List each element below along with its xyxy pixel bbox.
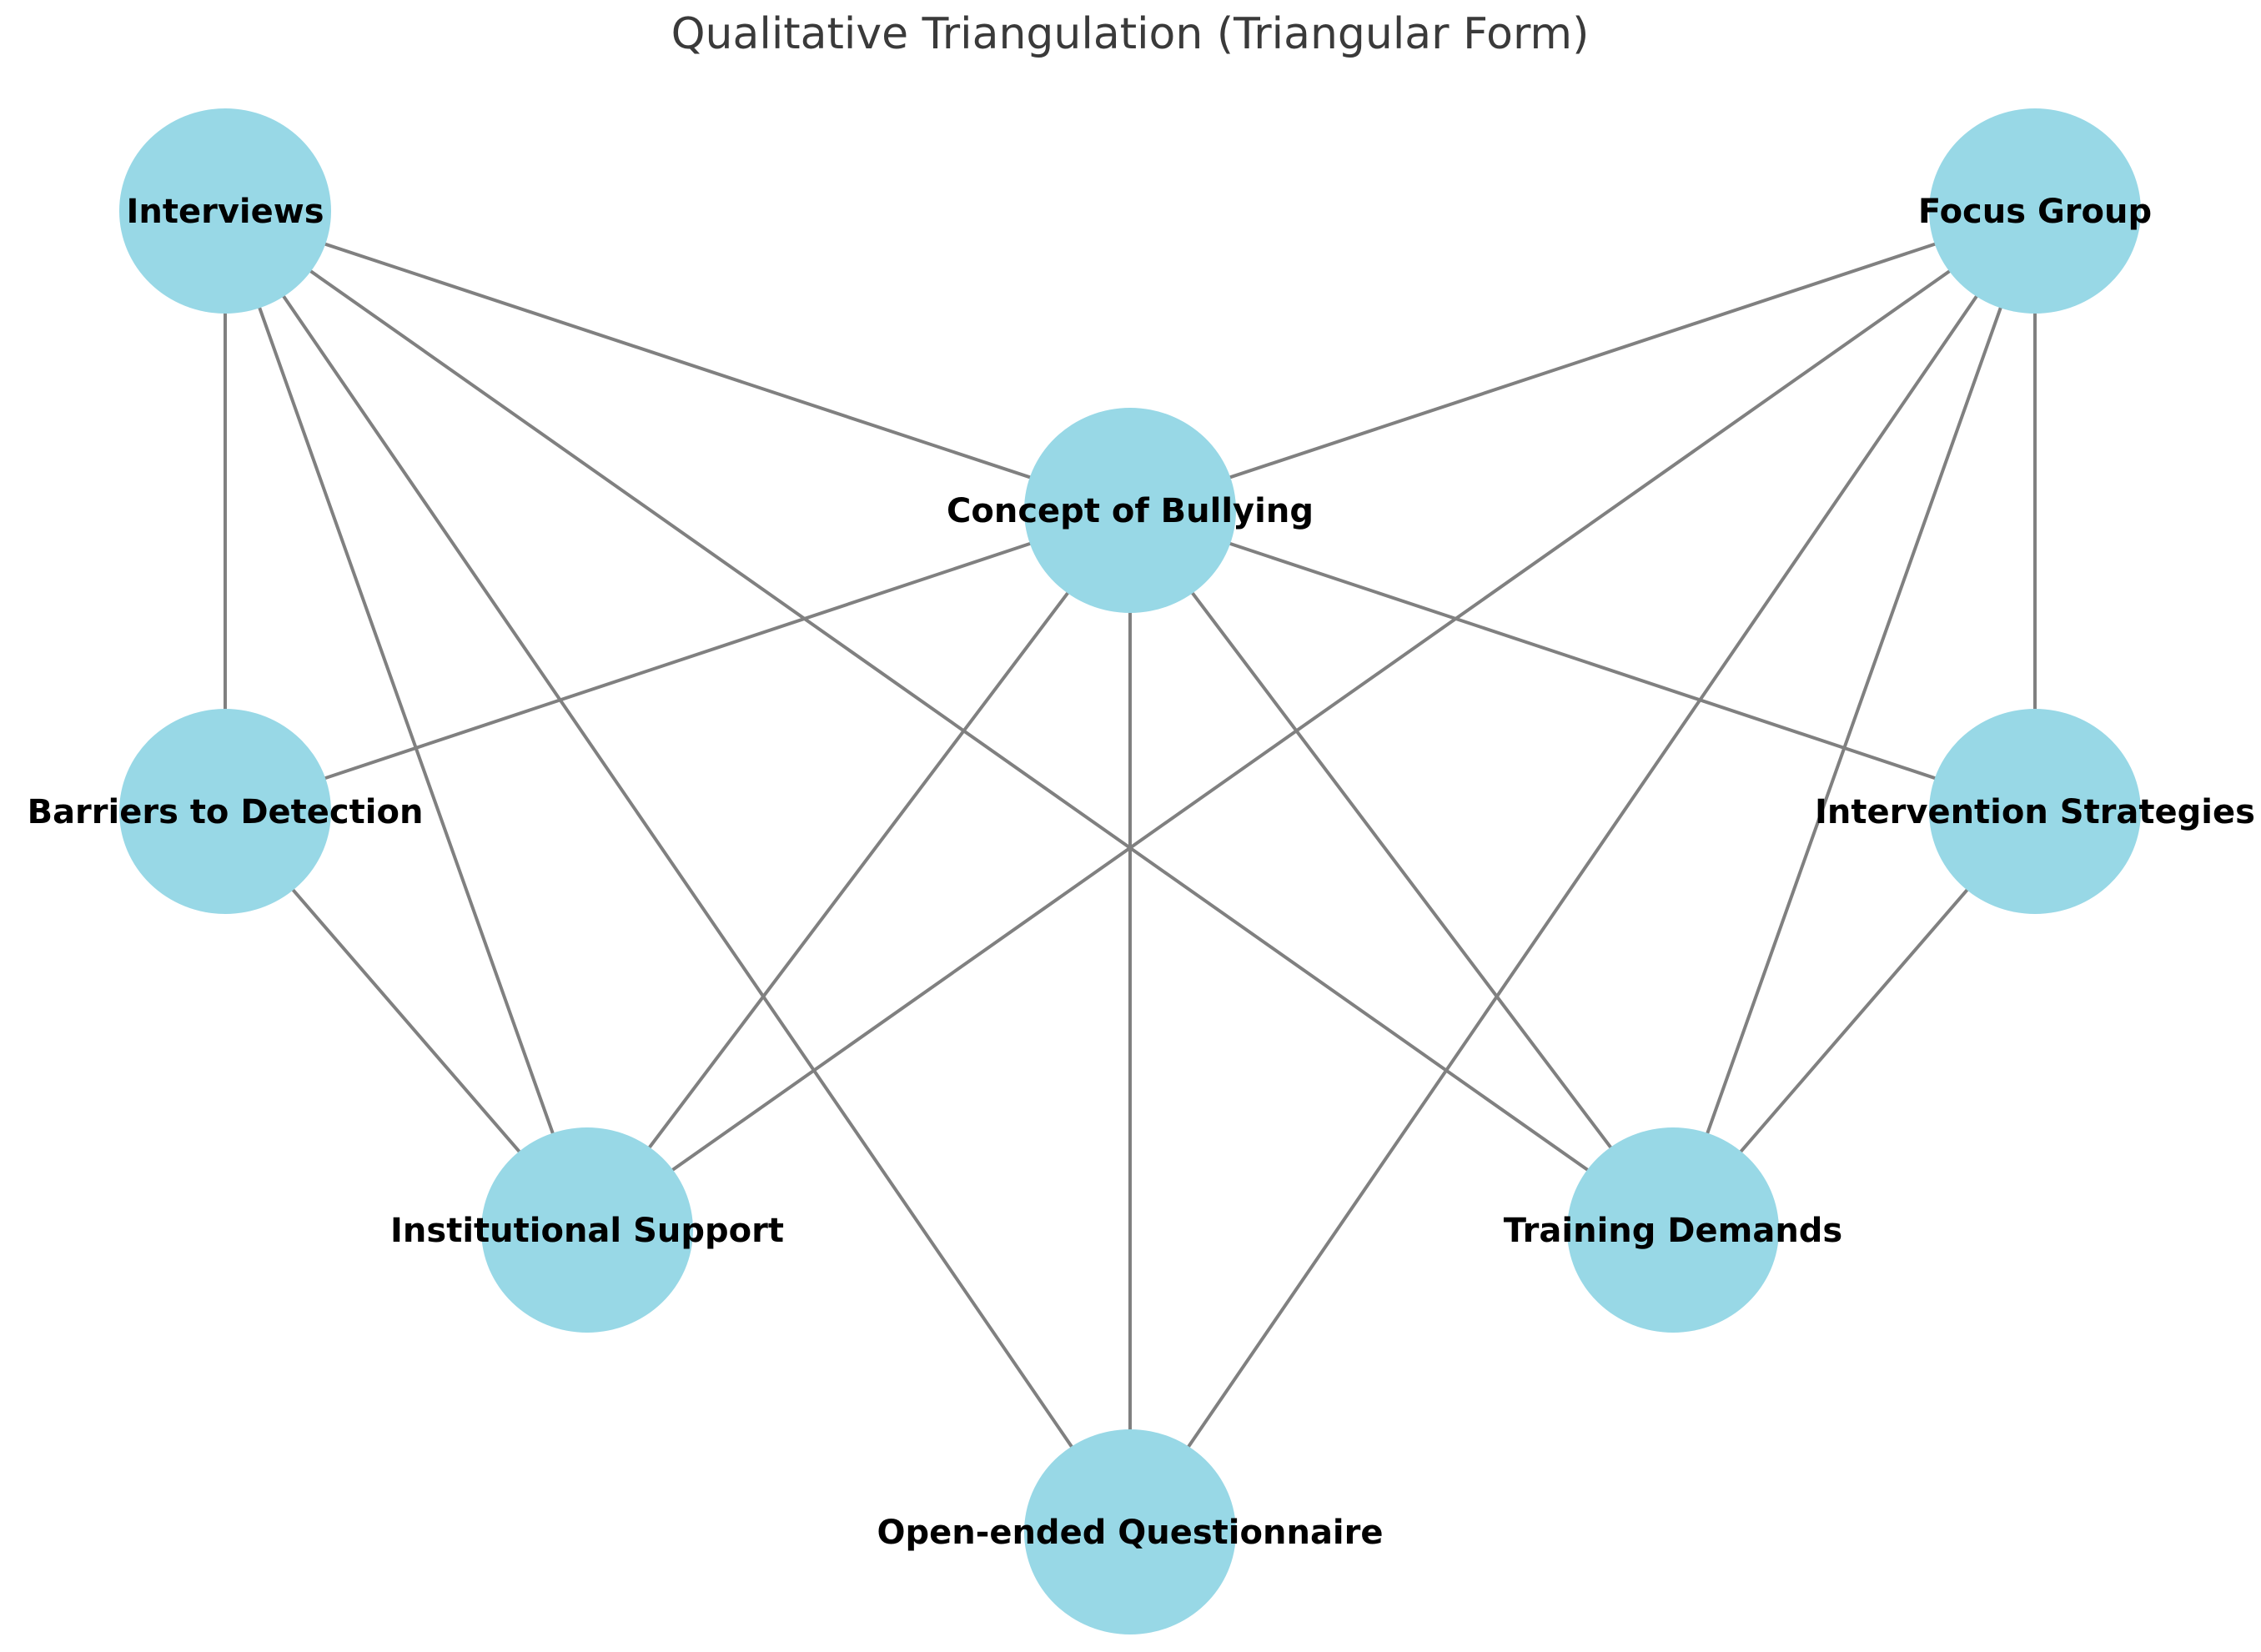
- node-label-concept: Concept of Bullying: [947, 492, 1314, 530]
- edges-layer: [224, 209, 2037, 1534]
- node-questionnaire: Open-ended Questionnaire: [877, 1429, 1384, 1634]
- node-label-institutional: Institutional Support: [390, 1212, 784, 1250]
- edge-focus-training: [1671, 209, 2037, 1232]
- node-label-focus: Focus Group: [1918, 193, 2152, 231]
- edge-concept-intervention: [1128, 509, 2037, 813]
- edge-interviews-concept: [224, 209, 1132, 512]
- node-circle-institutional: [481, 1127, 693, 1333]
- node-barriers: Barriers to Detection: [28, 709, 424, 914]
- edge-focus-concept: [1128, 209, 2037, 512]
- node-interviews: Interviews: [119, 108, 331, 314]
- node-concept: Concept of Bullying: [947, 408, 1314, 613]
- node-label-questionnaire: Open-ended Questionnaire: [877, 1514, 1383, 1552]
- node-training: Training Demands: [1504, 1127, 1842, 1333]
- node-label-barriers: Barriers to Detection: [28, 793, 424, 831]
- node-label-interviews: Interviews: [126, 193, 324, 231]
- node-circle-concept: [1024, 408, 1236, 613]
- edge-focus-institutional: [585, 209, 2037, 1232]
- edge-focus-questionnaire: [1128, 209, 2037, 1534]
- edge-concept-institutional: [585, 509, 1132, 1232]
- node-circle-questionnaire: [1024, 1429, 1236, 1634]
- node-circle-barriers: [119, 709, 331, 914]
- node-circle-interviews: [119, 108, 331, 314]
- diagram-title: Qualitative Triangulation (Triangular Fo…: [671, 9, 1590, 59]
- edge-interviews-questionnaire: [224, 209, 1132, 1534]
- edge-interviews-institutional: [224, 209, 589, 1232]
- edge-concept-training: [1128, 509, 1675, 1232]
- node-focus: Focus Group: [1918, 108, 2152, 314]
- edge-interviews-training: [224, 209, 1675, 1232]
- node-label-intervention: Intervention Strategies: [1815, 793, 2255, 831]
- node-circle-focus: [1929, 108, 2141, 314]
- node-institutional: Institutional Support: [390, 1127, 784, 1333]
- node-label-training: Training Demands: [1504, 1212, 1842, 1250]
- node-intervention: Intervention Strategies: [1815, 709, 2255, 914]
- node-circle-intervention: [1929, 709, 2141, 914]
- node-circle-training: [1567, 1127, 1779, 1333]
- edge-concept-barriers: [224, 509, 1132, 813]
